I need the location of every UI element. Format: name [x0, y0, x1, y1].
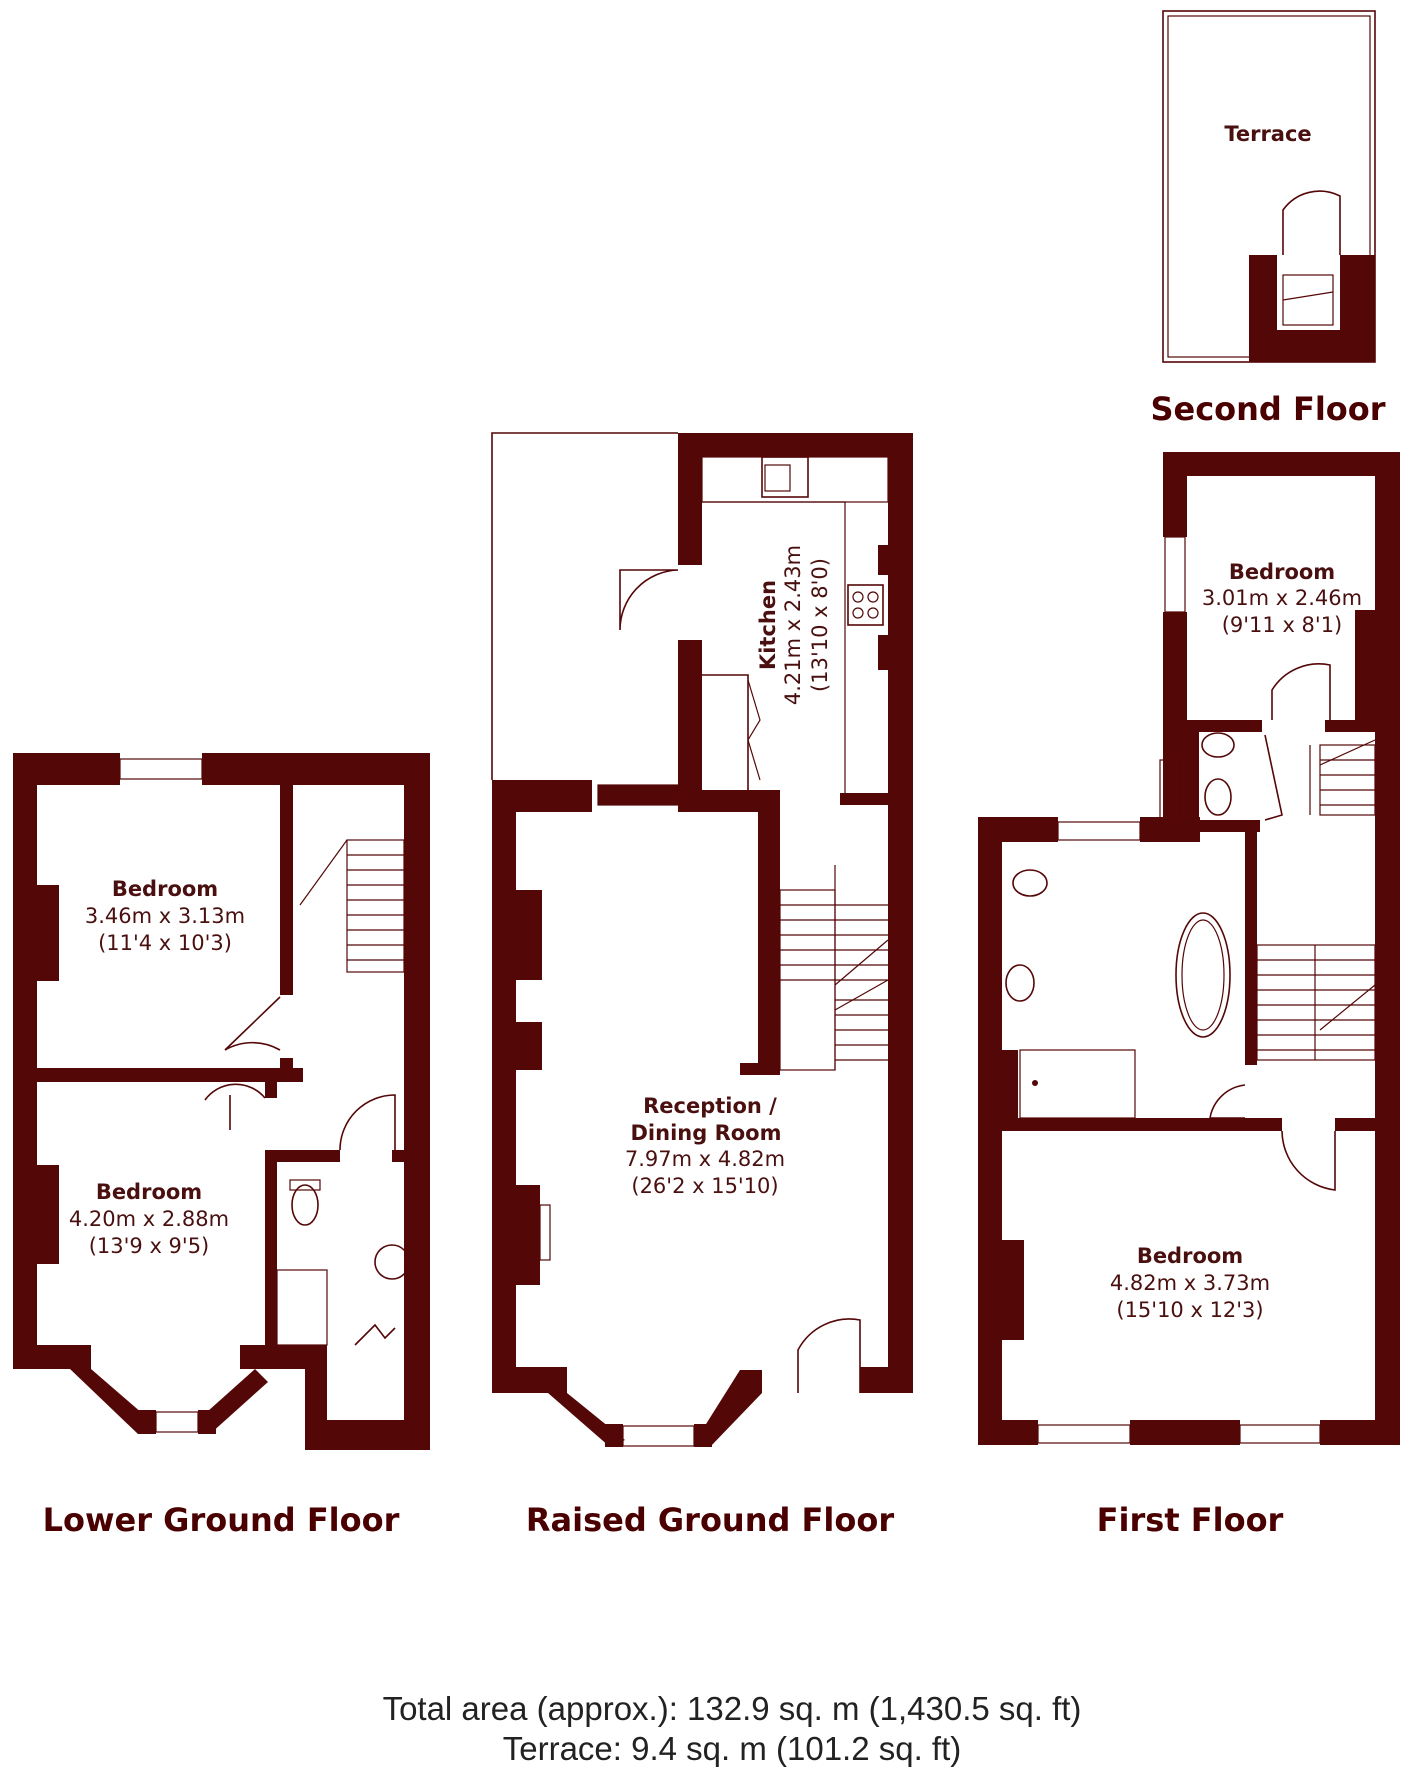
raised-ground-floor-title: Raised Ground Floor	[526, 1501, 894, 1539]
lg-bedroom-2-dim-ft: (13'9 x 9'5)	[89, 1234, 210, 1258]
lg-bedroom-1-name: Bedroom	[112, 877, 218, 901]
ff-bedroom-small-dim-m: 3.01m x 2.46m	[1202, 586, 1362, 610]
lg-bedroom-1-dim-ft: (11'4 x 10'3)	[98, 931, 232, 955]
reception-dim-ft: (26'2 x 15'10)	[631, 1174, 778, 1198]
kitchen-dim-m: 4.21m x 2.43m	[781, 545, 805, 705]
second-floor-plan	[1162, 10, 1376, 363]
reception-dim-m: 7.97m x 4.82m	[625, 1147, 785, 1171]
reception-name-line2: Dining Room	[631, 1121, 782, 1145]
lg-bedroom-2-name: Bedroom	[96, 1180, 202, 1204]
first-floor-title: First Floor	[1097, 1501, 1284, 1539]
raised-ground-floor-plan	[491, 432, 913, 1447]
ff-bedroom-small-name: Bedroom	[1229, 560, 1335, 584]
reception-name-line1: Reception /	[643, 1094, 777, 1118]
kitchen-dim-ft: (13'10 x 8'0)	[808, 558, 832, 692]
ff-bedroom-large-dim-ft: (15'10 x 12'3)	[1116, 1298, 1263, 1322]
ff-bedroom-large-dim-m: 4.82m x 3.73m	[1110, 1271, 1270, 1295]
kitchen-name: Kitchen	[756, 580, 780, 670]
lower-ground-floor-title: Lower Ground Floor	[43, 1501, 400, 1539]
lg-bedroom-2-dim-m: 4.20m x 2.88m	[69, 1207, 229, 1231]
terrace-area-text: Terrace: 9.4 sq. m (101.2 sq. ft)	[503, 1730, 962, 1767]
total-area-text: Total area (approx.): 132.9 sq. m (1,430…	[383, 1690, 1082, 1727]
second-floor-title: Second Floor	[1150, 390, 1385, 428]
ff-bedroom-small-dim-ft: (9'11 x 8'1)	[1222, 613, 1343, 637]
lg-bedroom-1-dim-m: 3.46m x 3.13m	[85, 904, 245, 928]
lower-ground-floor-plan	[13, 753, 430, 1450]
first-floor-plan	[978, 452, 1400, 1445]
ff-bedroom-large-name: Bedroom	[1137, 1244, 1243, 1268]
terrace-label: Terrace	[1224, 122, 1311, 146]
